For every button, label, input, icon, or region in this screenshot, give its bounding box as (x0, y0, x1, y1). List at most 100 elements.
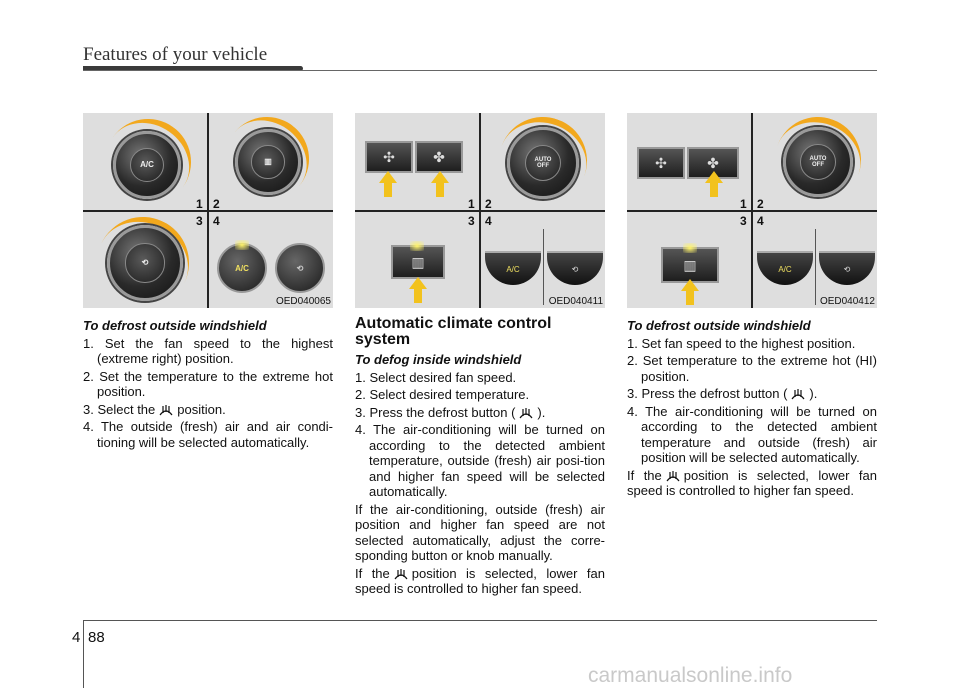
defrost-icon (394, 568, 408, 579)
header-bar (83, 66, 303, 71)
callout-number: 4 (757, 214, 764, 228)
callout-number: 2 (757, 197, 764, 211)
step-item: 4. The outside (fresh) air and air condi… (83, 419, 333, 450)
indicator-light (683, 243, 697, 253)
body-text: position is selected, lower fan speed is… (627, 467, 877, 499)
step-item: 2. Select desired temperature. (355, 387, 530, 402)
arrow-up-icon (384, 183, 392, 197)
indicator-light (235, 240, 249, 250)
panel-divider (543, 229, 544, 305)
panel-divider (627, 210, 877, 212)
defrost-icon (791, 389, 805, 400)
temperature-knob: AUTO OFF (507, 127, 579, 199)
figure-code: OED040065 (275, 296, 331, 307)
step-text: 3. Select the (83, 401, 156, 417)
step-item: 2. Set the temperature to the extreme ho… (83, 368, 333, 400)
defrost-icon: ▥ (683, 256, 697, 273)
step-text: ). (809, 386, 818, 401)
panel-divider (815, 229, 816, 305)
defrost-icon (519, 407, 533, 418)
indicator-light (410, 241, 424, 251)
ac-button: A/C (217, 243, 267, 293)
recirculation-icon: ⟲ (125, 243, 165, 283)
section-heading: To defrost outside windshield (627, 318, 811, 333)
step-text: 3. Press the defrost button ( (627, 386, 788, 401)
callout-number: 1 (740, 197, 747, 211)
arrow-up-icon (409, 277, 427, 289)
fan-icon: ✤ (433, 148, 445, 165)
callout-number: 3 (740, 214, 747, 228)
step-item: 2. Set temperature to the extreme hot (H… (627, 353, 877, 384)
recirculation-button: ⟲ (275, 243, 325, 293)
fan-down-button: ✣ (365, 141, 413, 173)
step-item: 4. The air-conditioning will be turned o… (627, 403, 877, 466)
callout-number: 2 (213, 197, 220, 211)
page-number: 88 (88, 629, 105, 646)
arrow-up-icon (414, 289, 422, 303)
fan-speed-knob: A/C (113, 131, 181, 199)
off-label: OFF (536, 162, 549, 169)
step-item: 1. Set the fan speed to the highest (ext… (83, 335, 333, 367)
step-item: 3. Select the position. (83, 402, 333, 418)
defrost-icon (159, 404, 173, 415)
fan-icon: ✣ (655, 154, 667, 171)
auto-label: AUTO (534, 156, 552, 163)
body-text: If the (355, 565, 390, 581)
arrow-up-icon (705, 171, 723, 183)
callout-number: 2 (485, 197, 492, 211)
step-item: 3. Press the defrost button (). (627, 386, 877, 402)
fan-up-button: ✤ (415, 141, 463, 173)
auto-off-dial: AUTO OFF (524, 144, 562, 182)
defrost-icon: ▥ (251, 145, 285, 179)
text-column-2: Automatic climate control system To defo… (355, 316, 605, 599)
footer-divider (83, 620, 84, 688)
arrow-up-icon (379, 171, 397, 183)
defrost-icon: ▥ (411, 253, 425, 270)
ac-label: A/C (129, 147, 165, 183)
callout-number: 4 (485, 214, 492, 228)
section-title: Automatic climate control system (355, 315, 552, 348)
callout-number: 4 (213, 214, 220, 228)
arrow-up-icon (436, 183, 444, 197)
step-text: ). (537, 404, 546, 420)
chapter-number: 4 (72, 629, 81, 646)
arrow-up-icon (681, 279, 699, 291)
off-label: OFF (811, 161, 824, 168)
callout-number: 3 (196, 214, 203, 228)
body-paragraph: If the air-conditioning, outside (fresh)… (355, 501, 605, 564)
text-column-3: To defrost outside windshield 1. Set fan… (627, 318, 877, 501)
mode-knob: ⟲ (107, 225, 183, 301)
callout-number: 1 (468, 197, 475, 211)
section-heading: To defrost outside windshield (83, 318, 267, 333)
arrow-up-icon (710, 183, 718, 197)
step-item: 3. Press the defrost button (). (355, 405, 605, 421)
step-item: 1. Set fan speed to the highest position… (627, 335, 856, 351)
step-text: 3. Press the defrost button ( (355, 404, 516, 420)
arrow-up-icon (431, 171, 449, 183)
section-heading: To defog inside windshield (355, 352, 522, 367)
temperature-knob: AUTO OFF (783, 127, 853, 197)
arrow-up-icon (686, 291, 694, 305)
figure-panel-3: ✣ ✤ AUTO OFF ▥ A/C ⟲ 1 2 3 4 OED040412 (627, 104, 877, 308)
text-column-1: To defrost outside windshield 1. Set the… (83, 318, 333, 452)
footer-rule (83, 620, 877, 621)
auto-label: AUTO (809, 155, 827, 162)
callout-number: 1 (196, 197, 203, 211)
fan-icon: ✣ (383, 148, 395, 165)
fan-icon: ✤ (707, 154, 719, 171)
defrost-icon (666, 470, 680, 481)
step-text: position. (177, 401, 226, 417)
temperature-knob: ▥ (235, 129, 301, 195)
figure-panel-1: A/C ▥ ⟲ A/C ⟲ 1 2 3 4 OED040065 (81, 99, 333, 325)
figure-code: OED040411 (548, 296, 603, 307)
figure-code: OED040412 (819, 296, 875, 307)
header-rule (83, 70, 877, 71)
callout-number: 3 (468, 214, 475, 228)
watermark: carmanualsonline.info (588, 664, 793, 687)
panel-divider (83, 210, 333, 212)
step-item: 4. The air-conditioning will be turned o… (355, 422, 605, 499)
body-text: position is selected, lower fan speed is… (355, 565, 605, 597)
step-item: 1. Select desired fan speed. (355, 369, 517, 385)
